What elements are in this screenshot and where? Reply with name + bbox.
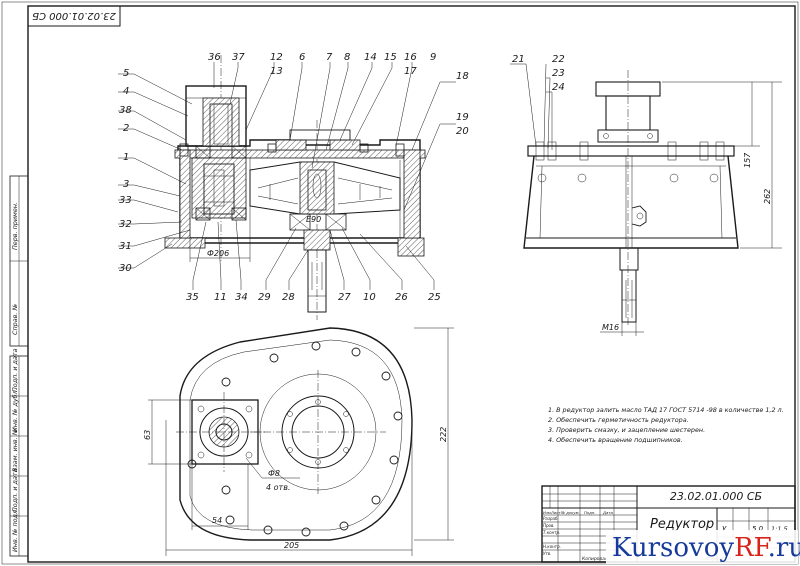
stamp-label-6: Подп. и дата [11, 468, 19, 512]
holes-diameter: Ф8 [268, 469, 280, 478]
part-label: 14 [364, 52, 377, 63]
watermark-part-1: Kursovoy [612, 533, 734, 563]
doc-code-top: 23.02.01.000 СБ [32, 10, 116, 21]
tb-col-doc: № докум. [560, 510, 580, 515]
bore-diameter-dim: Ф206 [207, 249, 229, 258]
part-label: 33 [119, 195, 132, 206]
note-3: 3. Проверить смазку, и зацепление шестер… [548, 426, 705, 434]
tb-role-1: Разраб. [543, 516, 559, 521]
holes-count: 4 отв. [266, 483, 290, 492]
part-label: 26 [395, 292, 408, 303]
stamp-label-5: Взам. инв. № [11, 428, 19, 472]
stamp-label-1: Перв. примен. [11, 202, 19, 250]
part-label: 4 [123, 86, 129, 97]
part-labels-top: 36 37 12 13 6 7 8 14 15 16 17 9 18 19 20 [208, 52, 469, 137]
part-label: 5 [123, 68, 129, 79]
tb-role-3: Т.контр. [543, 530, 560, 535]
part-label: 20 [456, 126, 469, 137]
part-label: 10 [363, 292, 376, 303]
part-label: 2 [123, 123, 129, 134]
part-label: 31 [119, 241, 132, 252]
part-label: 27 [338, 292, 351, 303]
tb-role-4: Н.контр. [543, 544, 561, 549]
part-label: 7 [326, 52, 333, 63]
title-block: Изм. Лист № докум. Подп. Дата Разраб. Пр… [541, 485, 796, 563]
watermark-part-2: RF [734, 533, 771, 563]
part-label: 17 [404, 66, 417, 77]
svg-text:KursovoyRF.ru: KursovoyRF.ru [612, 533, 800, 563]
stamp-label-3: Подп. и дата [11, 348, 19, 392]
stamp-label-4: Инв. № дубл. [11, 388, 19, 432]
part-label: 25 [428, 292, 441, 303]
tb-code: 23.02.01.000 СБ [670, 490, 762, 503]
front-section-view: Е90 Ф206 [164, 55, 426, 320]
site-watermark: KursovoyRF.ru [606, 530, 800, 564]
watermark-part-3: .ru [768, 533, 800, 563]
plan-view: 63 54 205 222 Ф8 4 отв. [143, 327, 454, 556]
stamp-label-7: Инв. № подл. [11, 508, 19, 552]
stamp-label-2: Справ. № [11, 304, 19, 335]
gear-mark: Е90 [306, 215, 321, 224]
part-label: 18 [456, 71, 469, 82]
note-2: 2. Обеспечить герметичность редуктора. [548, 416, 689, 424]
thread-dim: М16 [602, 323, 619, 332]
part-label: 13 [270, 66, 283, 77]
part-label: 21 [512, 54, 525, 65]
part-label: 8 [344, 52, 350, 63]
tb-role-5: Утв. [543, 551, 551, 556]
part-label: 28 [282, 292, 295, 303]
tb-name: Редуктор [650, 517, 714, 532]
part-label: 11 [214, 292, 227, 303]
note-4: 4. Обеспечить вращение подшипников. [548, 436, 683, 444]
side-height-dim-2: 262 [763, 189, 772, 204]
tb-copy: Копировал [582, 556, 608, 562]
part-label: 24 [552, 82, 565, 93]
tb-mass: 5,0 [752, 525, 764, 533]
note-1: 1. В редуктор залить масло ТАД 17 ГОСТ 5… [548, 406, 784, 414]
doc-code-top-box: 23.02.01.000 СБ [27, 5, 121, 27]
part-labels-bottom: 35 11 34 29 28 27 10 26 25 [186, 292, 441, 303]
part-label: 38 [119, 105, 132, 116]
front-leaders [118, 62, 456, 290]
tb-col-sign: Подп. [584, 510, 596, 515]
part-label: 1 [123, 152, 129, 163]
tb-role-2: Пров. [543, 523, 555, 528]
tb-col-izm: Изм. [543, 510, 552, 515]
part-label: 23 [552, 68, 565, 79]
part-label: 3 [123, 179, 129, 190]
part-label: 12 [270, 52, 283, 63]
cover-bolts [535, 141, 725, 161]
tb-scale: 1:1,5 [771, 525, 788, 533]
tb-lit: У [722, 525, 727, 533]
part-label: 19 [456, 112, 469, 123]
tb-col-date: Дата [602, 510, 614, 515]
part-label: 9 [430, 52, 436, 63]
part-label: 32 [119, 219, 132, 230]
side-height-dim-1: 157 [743, 152, 752, 168]
side-leaders: 21 22 23 24 [510, 54, 565, 150]
part-label: 6 [299, 52, 305, 63]
part-label: 37 [232, 52, 245, 63]
part-label: 36 [208, 52, 221, 63]
side-stamp: Перв. примен. Справ. № Подп. и дата Инв.… [9, 175, 29, 557]
part-label: 34 [235, 292, 248, 303]
part-label: 15 [384, 52, 397, 63]
part-label: 22 [552, 54, 565, 65]
plan-dim-222: 222 [439, 427, 448, 442]
part-label: 35 [186, 292, 199, 303]
plan-dim-205: 205 [284, 541, 299, 550]
part-labels-left: 5 4 38 2 1 3 33 32 31 30 [119, 68, 132, 274]
side-view: 157 262 М16 [523, 70, 782, 336]
plan-dim-54: 54 [212, 516, 222, 525]
plan-dim-63: 63 [143, 430, 152, 440]
part-label: 30 [119, 263, 132, 274]
part-label: 29 [258, 292, 271, 303]
part-label: 16 [404, 52, 417, 63]
tb-col-list: Лист [550, 510, 561, 515]
technical-notes: 1. В редуктор залить масло ТАД 17 ГОСТ 5… [548, 406, 784, 444]
